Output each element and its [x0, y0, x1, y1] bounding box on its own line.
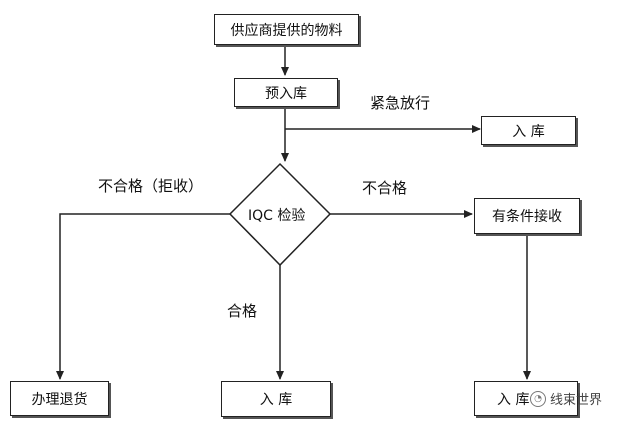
wechat-icon: ◔: [530, 390, 546, 407]
label-urgent-release: 紧急放行: [370, 94, 431, 112]
label-fail: 不合格: [362, 179, 408, 197]
node-iqc-inspection: IQC 检验: [248, 208, 306, 224]
watermark: ◔ 线束世界: [530, 389, 602, 408]
node-pre-storage: 预入库: [234, 78, 338, 107]
label-pass: 合格: [227, 302, 258, 320]
node-storage-pass: 入 库: [221, 381, 331, 417]
node-supplier-materials: 供应商提供的物料: [214, 14, 359, 45]
label-fail-reject: 不合格（拒收）: [98, 177, 204, 195]
node-conditional-accept: 有条件接收: [474, 198, 580, 234]
node-storage-urgent: 入 库: [481, 116, 576, 145]
node-return-process: 办理退货: [10, 381, 109, 416]
watermark-text: 线束世界: [550, 393, 603, 408]
node-storage-conditional: 入 库: [474, 381, 578, 416]
edge-reject-to-return: [56, 213, 230, 380]
